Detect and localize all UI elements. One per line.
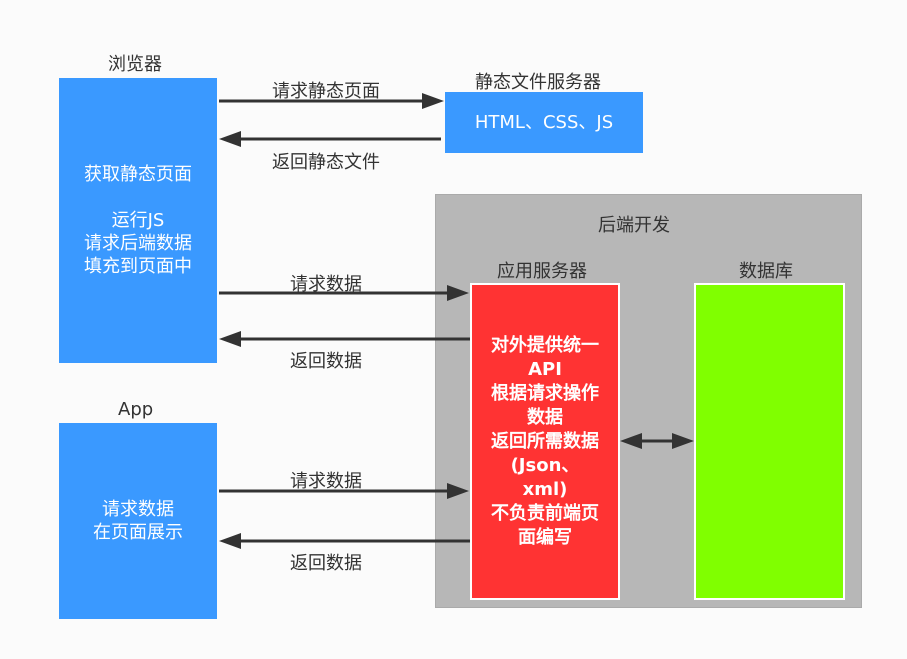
app-server-box: 对外提供统一 API 根据请求操作 数据 返回所需数据 (Json、 xml) … — [470, 283, 620, 600]
app-line: 在页面展示 — [93, 522, 183, 543]
browser-return-label: 返回数据 — [290, 351, 362, 372]
arrow-head — [219, 533, 241, 549]
app-line: 请求数据 — [102, 499, 174, 520]
arrow-head — [219, 131, 241, 147]
return-static-label: 返回静态文件 — [272, 152, 380, 173]
database-box — [694, 283, 845, 600]
arrow-head — [447, 285, 469, 301]
browser-line: 填充到页面中 — [84, 256, 192, 277]
app-return-label: 返回数据 — [290, 553, 362, 574]
browser-line: 运行JS — [111, 210, 165, 231]
app-server-line: 不负责前端页 — [491, 502, 599, 524]
app-request-label: 请求数据 — [290, 471, 362, 492]
arrow-head — [422, 93, 444, 109]
app-server-line: 面编写 — [518, 526, 572, 548]
static-server-content: HTML、CSS、JS — [474, 112, 614, 133]
app-server-line: 数据 — [527, 406, 563, 428]
arrow-head — [672, 433, 694, 449]
arrow-head — [219, 331, 241, 347]
app-server-line: 根据请求操作 — [491, 382, 599, 404]
app-server-line: API — [528, 358, 562, 380]
static-server-title: 静态文件服务器 — [475, 72, 601, 93]
static-server-box: HTML、CSS、JS — [445, 92, 643, 153]
app-server-line: 对外提供统一 — [491, 334, 599, 356]
browser-box: 获取静态页面 运行JS 请求后端数据 填充到页面中 — [59, 78, 217, 363]
browser-title: 浏览器 — [108, 54, 162, 75]
app-server-line: (Json、 — [510, 454, 580, 476]
arrow-head — [620, 433, 642, 449]
backend-title: 后端开发 — [598, 215, 670, 236]
app-server-line: xml) — [522, 478, 568, 500]
request-static-label: 请求静态页面 — [272, 81, 380, 102]
browser-line: 请求后端数据 — [84, 233, 192, 254]
app-box: 请求数据 在页面展示 — [59, 423, 217, 619]
app-server-line: 返回所需数据 — [491, 430, 599, 452]
app-title: App — [118, 399, 154, 420]
browser-request-label: 请求数据 — [290, 274, 362, 295]
arrow-head — [447, 483, 469, 499]
app-server-title: 应用服务器 — [497, 261, 587, 282]
database-title: 数据库 — [739, 261, 793, 282]
browser-line: 获取静态页面 — [84, 164, 192, 185]
